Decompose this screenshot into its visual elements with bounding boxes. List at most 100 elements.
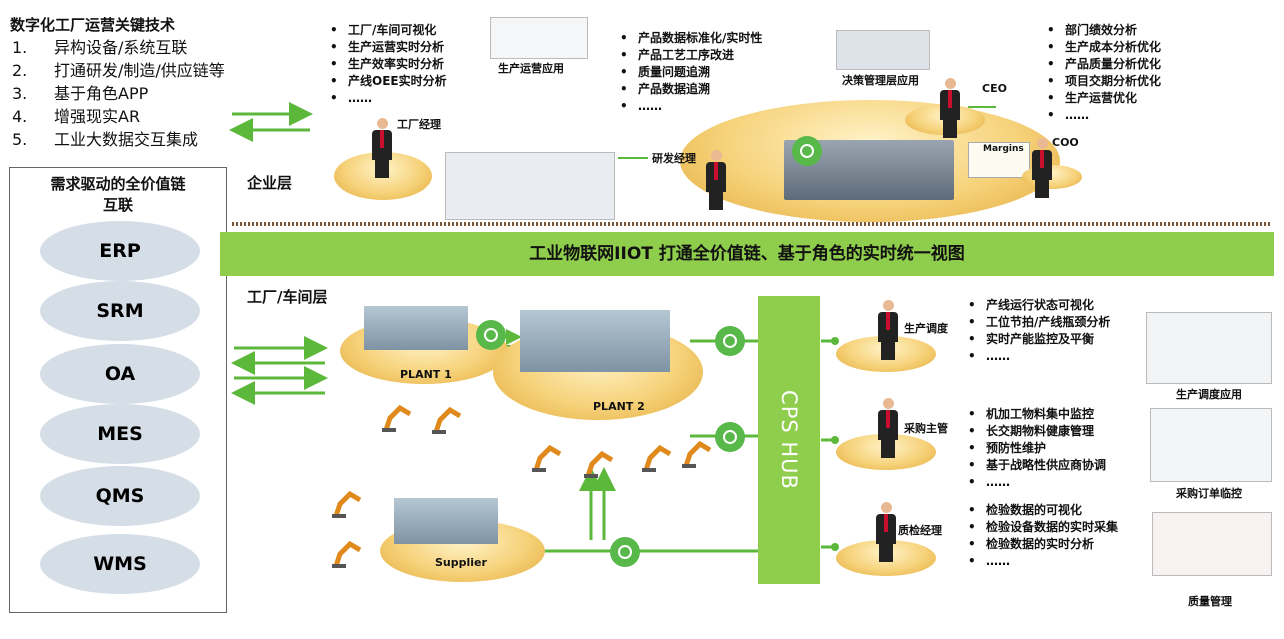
factory-manager-figure [372, 118, 392, 178]
gear-icon [715, 326, 745, 356]
bullet-item: 检验设备数据的实时采集 [968, 519, 1118, 536]
key-tech-item: 3.基于角色APP [12, 84, 149, 103]
purchasing-label: 采购主管 [904, 422, 948, 435]
scheduler-figure [878, 300, 898, 360]
bullet-item: 实时产能监控及平衡 [968, 331, 1110, 348]
bullet-item: …… [968, 553, 1118, 570]
bullet-item: 基于战略性供应商协调 [968, 457, 1106, 474]
factory-manager-bullets: 工厂/车间可视化 生产运营实时分析 生产效率实时分析 产线OEE实时分析 …… [330, 22, 447, 107]
purchasing-bullets: 机加工物料集中监控 长交期物料健康管理 预防性维护 基于战略性供应商协调 …… [968, 406, 1106, 491]
rd-manager-figure [706, 150, 726, 210]
gear-icon [610, 537, 640, 567]
qc-manager-label: 质检经理 [898, 524, 942, 537]
bullet-item: 产线OEE实时分析 [330, 73, 447, 90]
qc-manager-figure [876, 502, 896, 562]
factory-manager-label: 工厂经理 [397, 118, 441, 131]
key-tech-item: 4.增强现实AR [12, 107, 141, 126]
scheduling-app-label: 生产调度应用 [1176, 388, 1242, 401]
scheduler-bullets: 产线运行状态可视化 工位节拍/产线瓶颈分析 实时产能监控及平衡 …… [968, 297, 1110, 365]
enterprise-layer-label: 企业层 [247, 174, 293, 192]
system-oa: OA [40, 344, 200, 404]
key-tech-item: 1.异构设备/系统互联 [12, 38, 188, 57]
bullet-item: 产线运行状态可视化 [968, 297, 1110, 314]
robot-arm-icon [640, 440, 676, 472]
rd-manager-bullets: 产品数据标准化/实时性 产品工艺工序改进 质量问题追溯 产品数据追溯 …… [620, 30, 762, 115]
key-tech-list: 1.异构设备/系统互联 2.打通研发/制造/供应链等 3.基于角色APP 4.增… [12, 36, 225, 151]
ceo-figure [940, 78, 960, 138]
plant2-building [520, 310, 670, 372]
plant1-building [364, 306, 468, 350]
value-chain-panel: 需求驱动的全价值链 互联 ERP SRM OA MES QMS WMS [9, 167, 227, 613]
dashboard-thumbnail [445, 152, 615, 220]
bullet-item: …… [1047, 107, 1161, 124]
bullet-item: …… [968, 474, 1106, 491]
ceo-bullets: 部门绩效分析 生产成本分析优化 产品质量分析优化 项目交期分析优化 生产运营优化… [1047, 22, 1161, 124]
ceo-label: CEO [982, 82, 1007, 95]
qc-bullets: 检验数据的可视化 检验设备数据的实时采集 检验数据的实时分析 …… [968, 502, 1118, 570]
page-title: 数字化工厂运营关键技术 [10, 16, 176, 34]
bullet-item: 质量问题追溯 [620, 64, 762, 81]
gear-icon [715, 422, 745, 452]
cps-hub: CPS HUB [758, 296, 820, 584]
factory-layer-label: 工厂/车间层 [247, 288, 328, 306]
bullet-item: …… [620, 98, 762, 115]
value-chain-title: 需求驱动的全价值链 互联 [50, 175, 186, 214]
bullet-item: …… [330, 90, 447, 107]
supplier-building [394, 498, 498, 544]
system-erp: ERP [40, 221, 200, 281]
quality-app-label: 质量管理 [1188, 595, 1232, 608]
key-tech-item: 2.打通研发/制造/供应链等 [12, 61, 225, 80]
robot-arm-icon [530, 440, 566, 472]
system-srm: SRM [40, 281, 200, 341]
iiot-banner: 工业物联网IIOT 打通全价值链、基于角色的实时统一视图 [220, 232, 1274, 276]
robot-arm-icon [582, 446, 618, 478]
bullet-item: 长交期物料健康管理 [968, 423, 1106, 440]
bullet-item: 产品质量分析优化 [1047, 56, 1161, 73]
scheduling-app-thumbnail [1146, 312, 1272, 384]
bullet-item: 生产运营优化 [1047, 90, 1161, 107]
robot-arm-icon [430, 402, 466, 434]
bullet-item: 机加工物料集中监控 [968, 406, 1106, 423]
system-mes: MES [40, 404, 200, 464]
bullet-item: …… [968, 348, 1110, 365]
bullet-item: 产品工艺工序改进 [620, 47, 762, 64]
scheduler-label: 生产调度 [904, 322, 948, 335]
plant2-label: PLANT 2 [593, 400, 645, 413]
robot-arm-icon [330, 486, 366, 518]
coo-platform [1022, 165, 1082, 189]
coo-figure [1032, 138, 1052, 198]
bullet-item: 产品数据追溯 [620, 81, 762, 98]
decision-app-label: 决策管理层应用 [842, 74, 919, 87]
purchase-app-thumbnail [1150, 408, 1272, 482]
decision-app-thumbnail [836, 30, 930, 70]
quality-app-thumbnail [1152, 512, 1272, 576]
purchasing-figure [878, 398, 898, 458]
system-wms: WMS [40, 534, 200, 594]
gear-icon [476, 320, 506, 350]
gear-icon [792, 136, 822, 166]
bullet-item: 工位节拍/产线瓶颈分析 [968, 314, 1110, 331]
margins-board: Margins [968, 142, 1030, 178]
bullet-item: 生产运营实时分析 [330, 39, 447, 56]
rd-manager-label: 研发经理 [652, 152, 696, 165]
production-ops-app-label: 生产运营应用 [498, 62, 564, 75]
bullet-item: 预防性维护 [968, 440, 1106, 457]
plant1-label: PLANT 1 [400, 368, 452, 381]
supplier-label: Supplier [435, 556, 487, 569]
production-ops-app-thumbnail [490, 17, 588, 59]
bullet-item: 部门绩效分析 [1047, 22, 1161, 39]
system-qms: QMS [40, 466, 200, 526]
key-tech-item: 5.工业大数据交互集成 [12, 130, 199, 149]
bullet-item: 检验数据的可视化 [968, 502, 1118, 519]
bullet-item: 项目交期分析优化 [1047, 73, 1161, 90]
coo-label: COO [1052, 136, 1079, 149]
bullet-item: 生产成本分析优化 [1047, 39, 1161, 56]
purchase-app-label: 采购订单临控 [1176, 487, 1242, 500]
robot-arm-icon [380, 400, 416, 432]
bullet-item: 生产效率实时分析 [330, 56, 447, 73]
robot-arm-icon [680, 436, 716, 468]
bullet-item: 产品数据标准化/实时性 [620, 30, 762, 47]
bullet-item: 工厂/车间可视化 [330, 22, 447, 39]
robot-arm-icon [330, 536, 366, 568]
bullet-item: 检验数据的实时分析 [968, 536, 1118, 553]
